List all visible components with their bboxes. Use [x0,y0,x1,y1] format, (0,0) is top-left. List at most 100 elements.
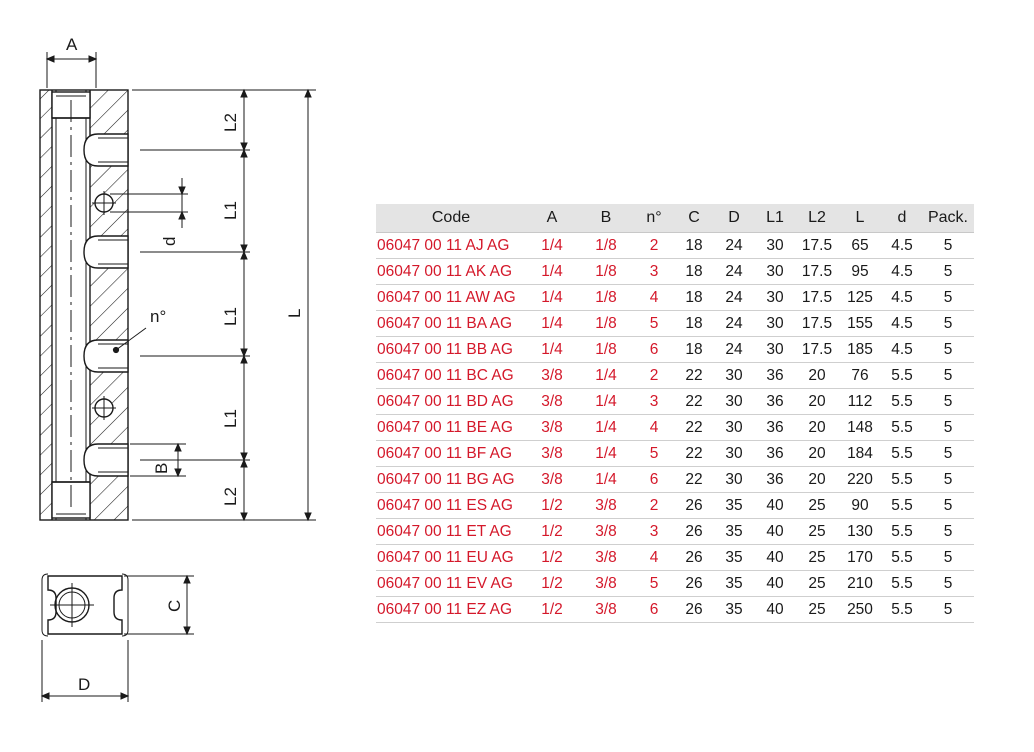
table-cell: 3/8 [526,440,578,467]
table-cell: 5 [922,258,974,285]
header-b: B [578,204,634,233]
table-cell: 155 [838,310,882,337]
table-cell: 1/4 [526,232,578,259]
table-cell: 1/4 [526,258,578,285]
table-cell: 5 [634,570,674,597]
table-cell: 35 [714,518,754,545]
header-l: L [838,204,882,233]
table-cell: 24 [714,258,754,285]
table-cell: 4 [634,414,674,441]
table-cell: 17.5 [796,336,838,363]
table-cell: 26 [674,596,714,623]
table-cell: 26 [674,544,714,571]
table-cell: 26 [674,570,714,597]
table-cell: 65 [838,232,882,259]
header-c: C [674,204,714,233]
table-cell: 22 [674,414,714,441]
table-cell: 25 [796,544,838,571]
table-cell: 5.5 [882,414,922,441]
table-cell: 76 [838,362,882,389]
table-cell: 30 [754,310,796,337]
table-cell: 5 [922,362,974,389]
table-cell: 5 [922,570,974,597]
table-cell: 1/4 [526,310,578,337]
table-cell: 4 [634,284,674,311]
table-cell: 5 [922,232,974,259]
table-cell: 30 [754,258,796,285]
table-header-row: Code A B n° C D L1 L2 L d Pack. [376,204,974,233]
table-cell: 40 [754,492,796,519]
table-cell: 36 [754,440,796,467]
table-cell: 4 [634,544,674,571]
header-n: n° [634,204,674,233]
header-l1: L1 [754,204,796,233]
table-cell: 5.5 [882,362,922,389]
header-a: A [526,204,578,233]
table-cell: 30 [754,336,796,363]
label-b: B [152,463,171,474]
table-cell: 35 [714,570,754,597]
table-cell: 220 [838,466,882,493]
table-cell: 2 [634,362,674,389]
table-cell: 35 [714,596,754,623]
table-cell: 22 [674,388,714,415]
table-cell: 18 [674,258,714,285]
table-cell: 3/8 [578,596,634,623]
table-cell: 26 [674,492,714,519]
table-cell: 4.5 [882,284,922,311]
table-cell: 130 [838,518,882,545]
header-pack: Pack. [922,204,974,233]
table-cell: 18 [674,284,714,311]
table-cell: 30 [714,440,754,467]
table-cell: 25 [796,518,838,545]
table-cell: 24 [714,336,754,363]
table-cell: 25 [796,492,838,519]
table-cell: 17.5 [796,258,838,285]
table-cell: 5 [922,310,974,337]
table-cell: 20 [796,414,838,441]
table-cell: 5 [922,440,974,467]
table-cell: 1/2 [526,518,578,545]
table-cell: 36 [754,388,796,415]
label-l2-bottom: L2 [221,487,240,506]
table-cell: 3/8 [526,466,578,493]
table-cell: 5 [634,310,674,337]
product-code-cell: 06047 00 11 EZ AG [376,596,526,623]
table-cell: 40 [754,596,796,623]
product-code-cell: 06047 00 11 EV AG [376,570,526,597]
table-cell: 4.5 [882,310,922,337]
table-cell: 24 [714,284,754,311]
table-cell: 6 [634,596,674,623]
table-cell: 5 [922,414,974,441]
table-cell: 112 [838,388,882,415]
table-cell: 3/8 [578,518,634,545]
table-cell: 3/8 [578,570,634,597]
product-code-cell: 06047 00 11 BD AG [376,388,526,415]
table-cell: 5 [922,336,974,363]
table-cell: 30 [714,466,754,493]
table-cell: 40 [754,518,796,545]
table-cell: 1/4 [526,336,578,363]
product-code-cell: 06047 00 11 ET AG [376,518,526,545]
label-d-width: D [78,675,90,694]
table-cell: 95 [838,258,882,285]
product-code-cell: 06047 00 11 AK AG [376,258,526,285]
table-cell: 3/8 [526,414,578,441]
table-cell: 22 [674,440,714,467]
table-cell: 2 [634,492,674,519]
table-cell: 30 [714,414,754,441]
table-cell: 5 [922,466,974,493]
end-view [40,573,194,702]
table-cell: 36 [754,466,796,493]
product-code-cell: 06047 00 11 BA AG [376,310,526,337]
product-code-cell: 06047 00 11 BE AG [376,414,526,441]
table-cell: 1/8 [578,258,634,285]
table-cell: 5 [922,596,974,623]
